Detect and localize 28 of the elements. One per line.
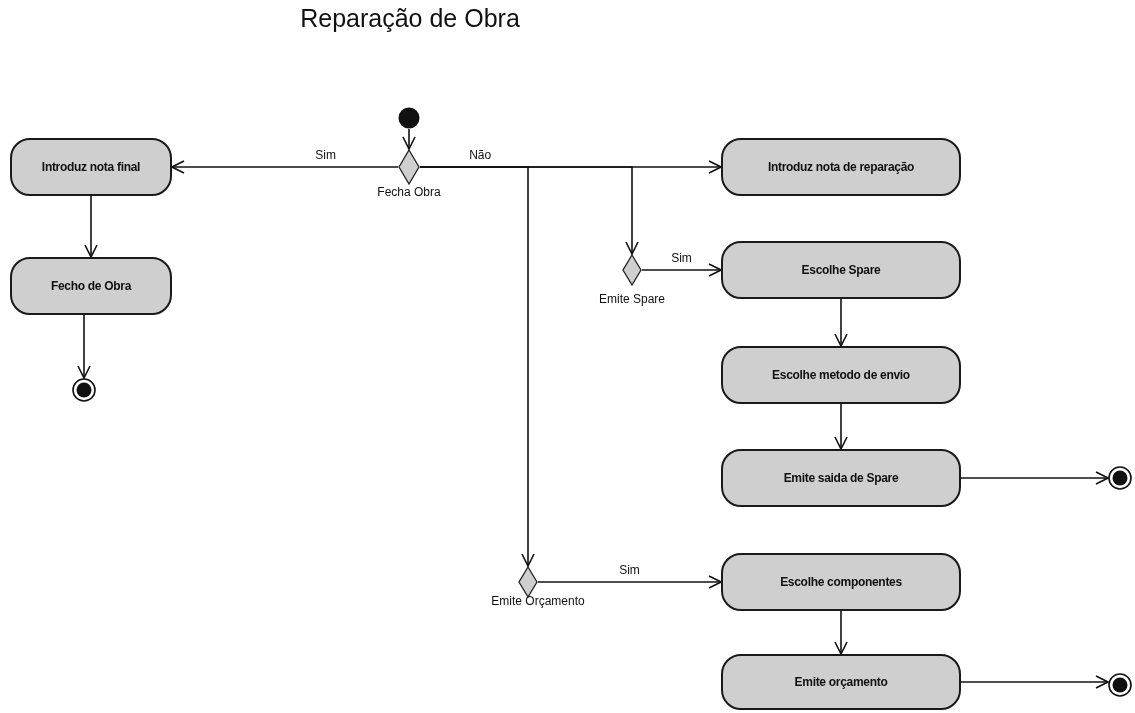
action-box: Introduz nota final	[10, 138, 172, 196]
arrow	[419, 166, 535, 567]
decision-label: Emite Orçamento	[490, 594, 586, 608]
edge-label: Não	[467, 148, 494, 162]
diagram-title: Reparação de Obra	[299, 4, 521, 33]
edge-label: Sim	[617, 563, 642, 577]
arrow	[537, 575, 722, 589]
decision-label: Emite Spare	[598, 292, 666, 306]
action-box: Escolhe Spare	[721, 241, 961, 299]
arrow	[960, 675, 1109, 689]
arrow	[834, 610, 848, 655]
arrow	[171, 160, 399, 174]
arrow	[641, 263, 722, 277]
arrow	[77, 314, 91, 379]
arrow	[84, 195, 98, 258]
action-box: Emite saida de Spare	[721, 449, 961, 507]
action-box: Introduz nota de reparação	[721, 138, 961, 196]
arrow	[834, 403, 848, 450]
edge-label: Sim	[669, 251, 694, 265]
arrow	[402, 128, 416, 150]
arrow	[960, 471, 1109, 485]
arrow	[834, 298, 848, 347]
edge-label: Sim	[313, 148, 338, 162]
action-box: Escolhe componentes	[721, 553, 961, 611]
decision-label: Fecha Obra	[376, 185, 442, 199]
action-box: Fecho de Obra	[10, 257, 172, 315]
action-box: Emite orçamento	[721, 654, 961, 710]
action-box: Escolhe metodo de envio	[721, 346, 961, 404]
